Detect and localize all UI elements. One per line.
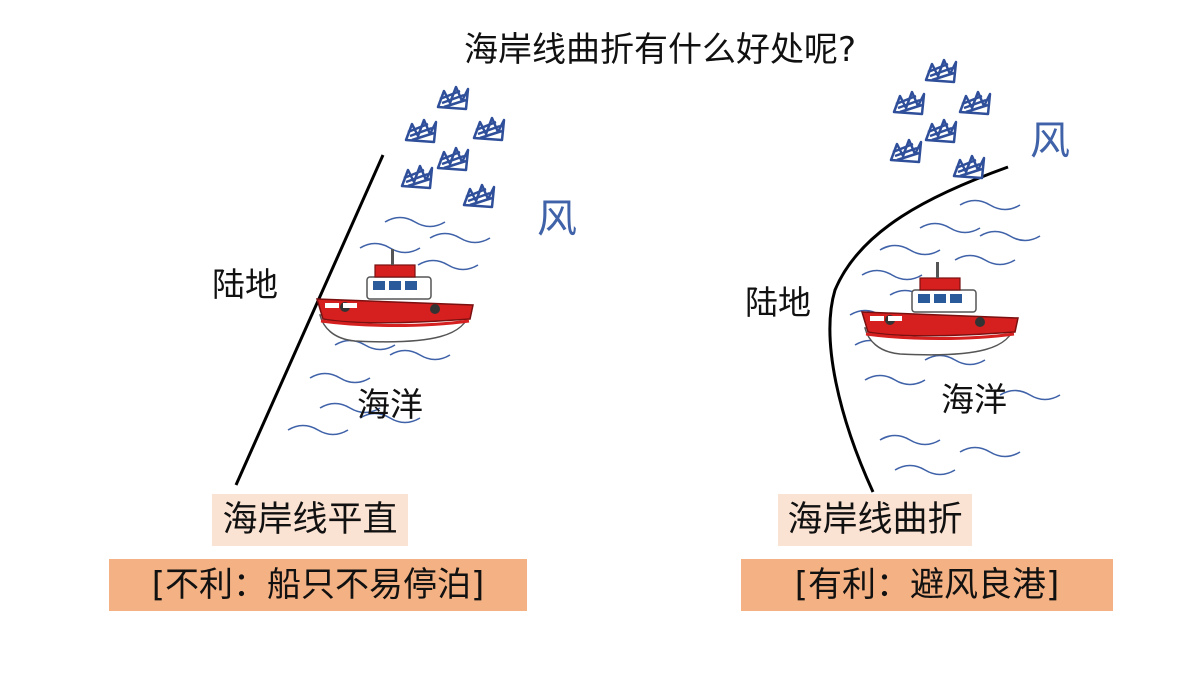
right-panel-art (828, 58, 1061, 493)
wind-gust-icon (400, 85, 506, 209)
right-result-label: [有利：避风良港] (741, 559, 1113, 611)
right-wind-label: 风 (1030, 118, 1070, 164)
left-sea-label: 海洋 (357, 385, 423, 424)
right-coast-label: 海岸线曲折 (778, 494, 972, 546)
left-coast-label: 海岸线平直 (212, 494, 408, 546)
left-panel-art (234, 85, 506, 486)
curved-coastline (828, 165, 1009, 493)
boat-icon (315, 247, 475, 344)
right-sea-label: 海洋 (941, 380, 1007, 419)
left-land-label: 陆地 (212, 265, 278, 304)
boat-icon (860, 260, 1020, 357)
left-result-label: [不利：船只不易停泊] (109, 559, 527, 611)
left-wind-label: 风 (537, 196, 577, 242)
right-land-label: 陆地 (745, 283, 811, 322)
wind-gust-icon (889, 58, 992, 180)
page-title: 海岸线曲折有什么好处呢? (463, 30, 857, 70)
straight-coastline (234, 154, 385, 486)
